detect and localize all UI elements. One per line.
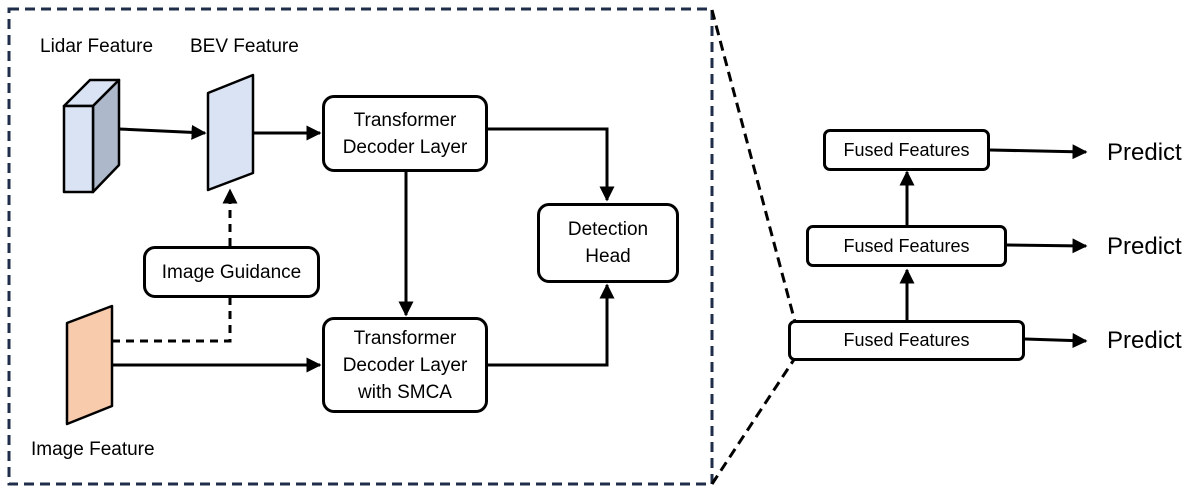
fused-features-top-text: Fused Features — [843, 139, 970, 160]
transformer-decoder-layer-box: Transformer Decoder Layer — [322, 95, 488, 172]
detection-head-box: Detection Head — [537, 203, 679, 283]
zoom-line-bottom — [710, 357, 797, 485]
arrow-lidar-to-bev — [118, 124, 207, 140]
fused-features-middle-text: Fused Features — [843, 235, 970, 256]
lidar-feature-label: Lidar Feature — [40, 36, 154, 57]
dashed-frame — [7, 7, 714, 486]
image-guidance-box: Image Guidance — [143, 246, 320, 298]
fused-features-bottom-box: Fused Features — [788, 320, 1025, 361]
fused-features-bottom-text: Fused Features — [843, 330, 970, 350]
fused-features-middle-box: Fused Features — [806, 225, 1007, 267]
zoom-line-top — [710, 9, 797, 323]
arrow-fused-middle-to-predict — [1006, 238, 1088, 254]
fused-features-top-box: Fused Features — [823, 129, 990, 171]
dashed-image-to-guidance — [112, 298, 232, 343]
image-feature-label: Image Feature — [31, 439, 155, 460]
detection-head-text: Detection Head — [567, 219, 649, 267]
transformer-decoder-smca-text: Transformer Decoder Layer with SMCA — [342, 327, 468, 403]
bev-feature-plane — [206, 73, 255, 192]
arrow-decoder-to-head — [488, 127, 615, 202]
lidar-feature-block — [62, 78, 121, 194]
arrow-fused-bottom-to-predict — [1024, 333, 1088, 349]
predict-bottom-label: Predict — [1107, 327, 1182, 354]
transformer-decoder-smca-box: Transformer Decoder Layer with SMCA — [322, 317, 488, 413]
predict-middle-label: Predict — [1107, 233, 1182, 260]
predict-top-label: Predict — [1107, 139, 1182, 166]
bev-feature-label: BEV Feature — [190, 36, 299, 57]
image-feature-plane — [65, 304, 114, 426]
arrow-smca-to-head — [488, 283, 615, 367]
arrow-fused-top-to-predict — [989, 144, 1088, 160]
transformer-decoder-layer-text: Transformer Decoder Layer — [342, 109, 468, 158]
image-guidance-text: Image Guidance — [161, 261, 302, 283]
